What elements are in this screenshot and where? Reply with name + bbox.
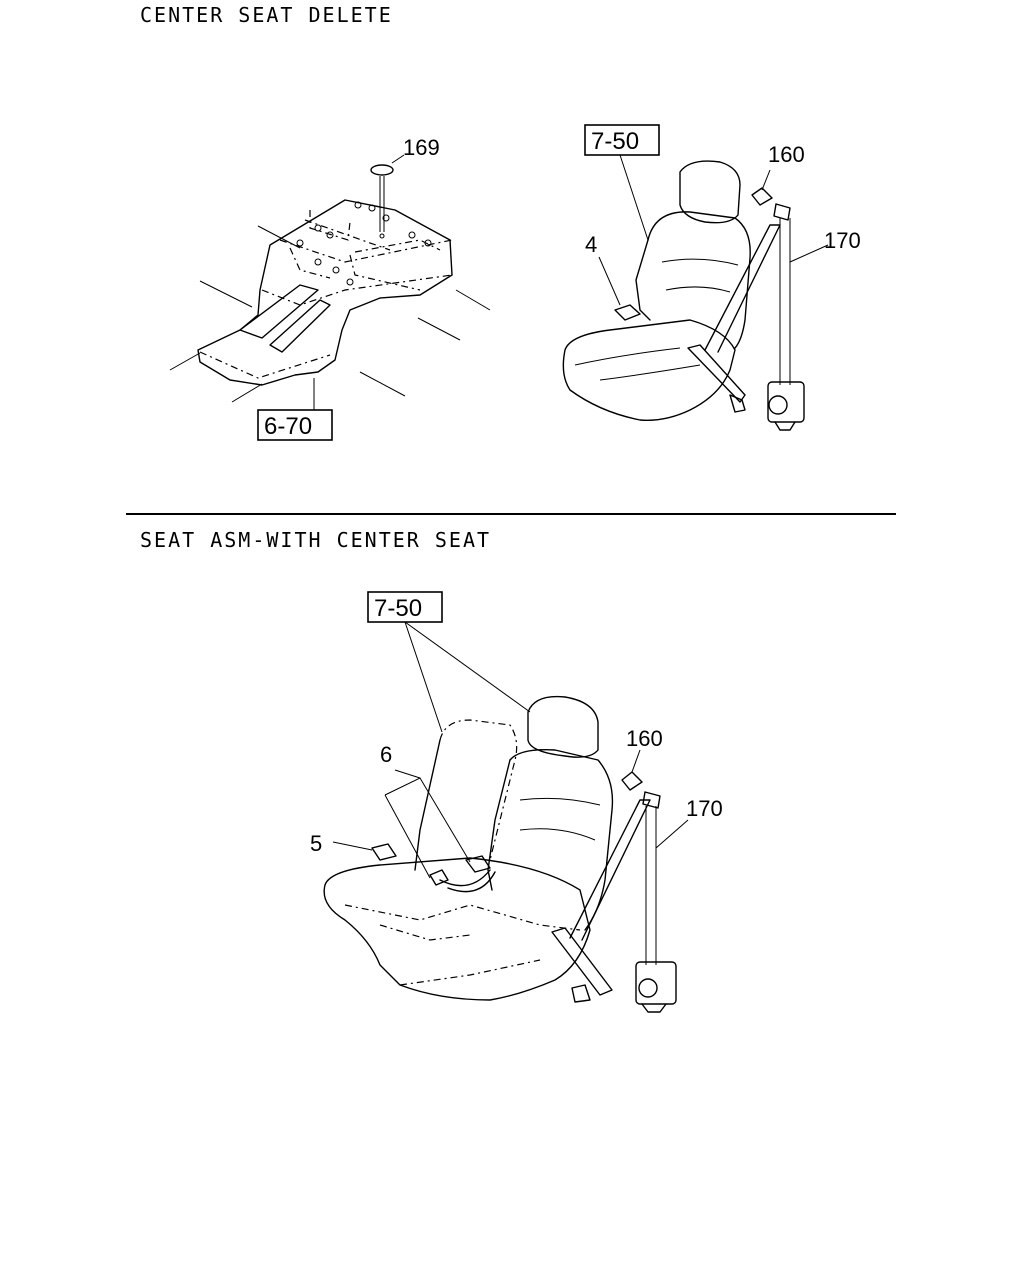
callout-160-top: 160 xyxy=(768,142,805,167)
section-title-center-seat-delete: CENTER SEAT DELETE xyxy=(140,3,393,27)
section-title-seat-asm-with-center-seat: SEAT ASM-WITH CENTER SEAT xyxy=(140,528,492,552)
callout-box-7-50-top: 7-50 xyxy=(584,124,660,156)
callout-170-bottom: 170 xyxy=(686,796,723,821)
callout-6: 6 xyxy=(380,742,392,767)
callout-6-70-label: 6-70 xyxy=(264,413,312,440)
bench-seat-illustration xyxy=(323,695,689,1013)
callout-7-50-top-label: 7-50 xyxy=(591,128,639,155)
callout-5: 5 xyxy=(310,831,322,856)
callout-box-6-70: 6-70 xyxy=(257,409,333,441)
floor-console-illustration xyxy=(169,154,491,410)
callout-169: 169 xyxy=(403,135,440,160)
callout-160-bottom: 160 xyxy=(626,726,663,751)
callout-7-50-bottom-label: 7-50 xyxy=(374,595,422,622)
callout-box-7-50-bottom: 7-50 xyxy=(367,591,443,623)
callout-4: 4 xyxy=(585,232,597,257)
bucket-seat-illustration-top xyxy=(562,160,829,431)
callout-170-top: 170 xyxy=(824,228,861,253)
